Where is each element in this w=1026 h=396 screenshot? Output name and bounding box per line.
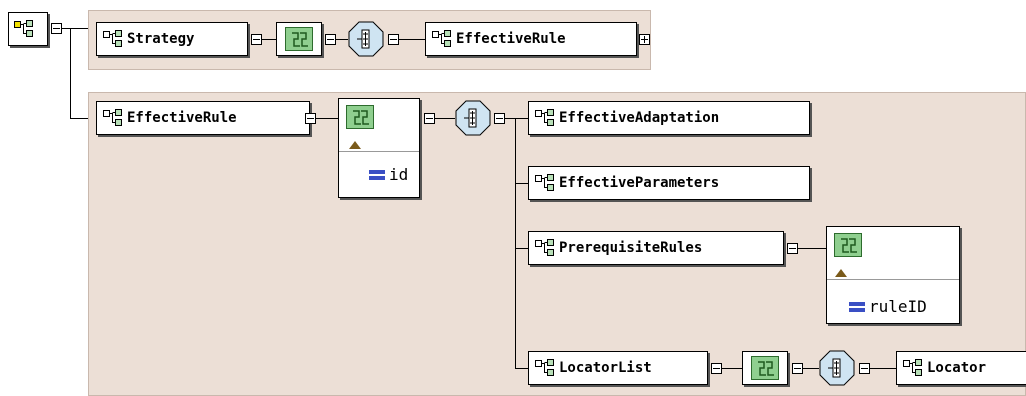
- element-tree-icon: [103, 109, 123, 127]
- effective-rule-collapse-toggle[interactable]: [305, 113, 316, 124]
- choice-octagon-icon[interactable]: [819, 350, 855, 386]
- sequence-icon: [285, 27, 313, 51]
- choice-collapse-toggle[interactable]: [388, 34, 399, 45]
- locator-list-collapse-toggle[interactable]: [711, 363, 722, 374]
- element-tree-icon: [103, 30, 123, 48]
- attribute-row[interactable]: id: [369, 165, 408, 184]
- choice-octagon-icon[interactable]: [348, 21, 384, 57]
- root-element-icon: [14, 20, 34, 38]
- choice-branch-vertical: [515, 118, 516, 368]
- strategy-label: Strategy: [127, 31, 195, 47]
- root-connector: [62, 28, 70, 29]
- branch: [515, 248, 528, 249]
- child-label: PrerequisiteRules: [559, 240, 703, 256]
- choice-octagon-icon[interactable]: [455, 100, 491, 136]
- divider: [827, 279, 959, 280]
- sequence-compositor[interactable]: [276, 22, 322, 56]
- locator-label: Locator: [927, 360, 987, 376]
- connector: [798, 248, 826, 249]
- attributes-triangle-icon: [835, 269, 847, 277]
- locator-element[interactable]: Locator: [896, 351, 1026, 385]
- element-tree-icon: [903, 359, 923, 377]
- element-tree-icon: [535, 239, 555, 257]
- connector: [399, 39, 425, 40]
- connector: [336, 39, 348, 40]
- branch: [515, 118, 528, 119]
- strategy-collapse-toggle[interactable]: [251, 34, 262, 45]
- connector: [435, 118, 455, 119]
- connector: [803, 368, 819, 369]
- root-branch-bottom: [70, 118, 88, 119]
- branch: [515, 183, 528, 184]
- sequence-collapse-toggle[interactable]: [325, 34, 336, 45]
- sequence-collapse-toggle[interactable]: [424, 113, 435, 124]
- locator-list-element[interactable]: LocatorList: [528, 351, 708, 385]
- effective-parameters-element[interactable]: EffectiveParameters: [528, 166, 810, 200]
- sequence-collapse-toggle[interactable]: [792, 363, 803, 374]
- sequence-icon: [751, 356, 779, 380]
- sequence-with-attributes[interactable]: ruleID: [826, 226, 960, 324]
- connector: [870, 368, 896, 369]
- branch: [515, 368, 528, 369]
- attribute-icon: [849, 302, 865, 312]
- element-tree-icon: [535, 109, 555, 127]
- effective-rule-label: EffectiveRule: [127, 110, 237, 126]
- choice-collapse-toggle[interactable]: [859, 363, 870, 374]
- root-element-node[interactable]: [8, 12, 48, 46]
- choice-collapse-toggle[interactable]: [494, 113, 505, 124]
- connector: [505, 118, 515, 119]
- attribute-name: id: [389, 165, 409, 184]
- sequence-icon: [346, 105, 374, 129]
- connector: [262, 39, 276, 40]
- sequence-with-attributes[interactable]: id: [338, 98, 420, 198]
- child-label: EffectiveParameters: [559, 175, 720, 191]
- connector: [316, 118, 338, 119]
- effective-rule-ref-element[interactable]: EffectiveRule: [425, 22, 637, 56]
- element-tree-icon: [432, 30, 452, 48]
- element-tree-icon: [535, 359, 555, 377]
- attributes-triangle-icon: [349, 141, 361, 149]
- attribute-row[interactable]: ruleID: [849, 297, 927, 316]
- prerequisite-rules-collapse-toggle[interactable]: [787, 243, 798, 254]
- effective-adaptation-element[interactable]: EffectiveAdaptation: [528, 101, 810, 135]
- connector: [722, 368, 742, 369]
- sequence-compositor[interactable]: [742, 351, 788, 385]
- prerequisite-rules-element[interactable]: PrerequisiteRules: [528, 231, 784, 265]
- effective-rule-element[interactable]: EffectiveRule: [96, 101, 310, 135]
- root-collapse-toggle[interactable]: [51, 23, 62, 34]
- child-label: EffectiveAdaptation: [559, 110, 720, 126]
- root-branch-top: [70, 28, 88, 29]
- element-tree-icon: [535, 174, 555, 192]
- effective-rule-ref-label: EffectiveRule: [456, 31, 566, 47]
- strategy-element[interactable]: Strategy: [96, 22, 248, 56]
- sequence-icon: [834, 233, 862, 257]
- attribute-name: ruleID: [869, 297, 927, 316]
- root-branch-vertical: [70, 28, 71, 118]
- effective-rule-expand-toggle[interactable]: [639, 34, 650, 45]
- divider: [339, 151, 419, 152]
- attribute-icon: [369, 170, 385, 180]
- child-label: LocatorList: [559, 360, 652, 376]
